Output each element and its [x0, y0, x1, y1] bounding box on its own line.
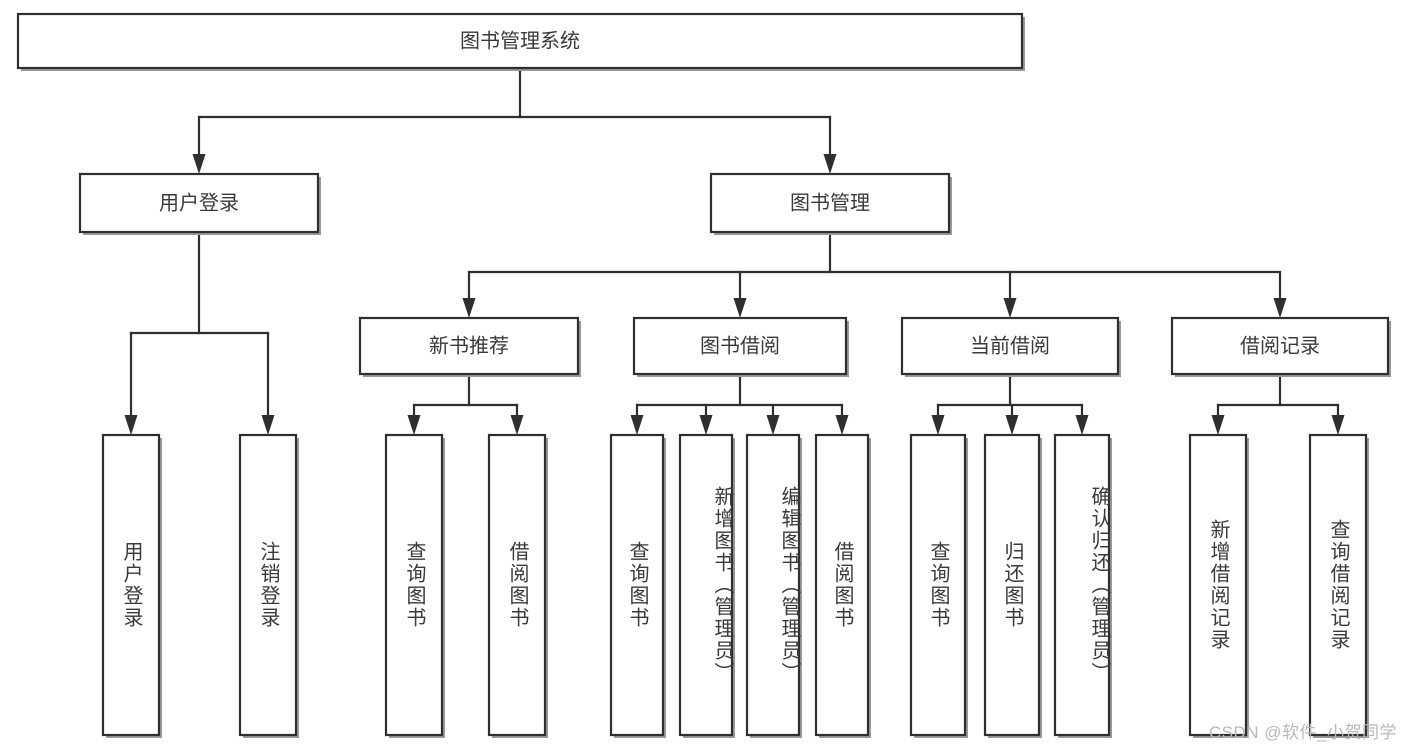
node-box-leaf-return-book[interactable] [983, 433, 1041, 737]
book-management-to-level3-arrow-1 [733, 298, 747, 318]
node-box-leaf-query-book-current[interactable] [909, 433, 967, 737]
node-box-leaf-query-borrow-record[interactable] [1308, 433, 1368, 737]
node-label-borrow-records: 借阅记录 [1240, 334, 1320, 357]
node-box-user-login[interactable] [78, 172, 320, 234]
book-management-to-level3-arrow-3 [1273, 298, 1287, 318]
current-borrow-to-leaves-arrow-1 [1005, 415, 1019, 435]
node-box-book-borrow[interactable] [632, 316, 848, 376]
node-box-leaf-query-book-borrow[interactable] [609, 433, 665, 737]
node-label-root: 图书管理系统 [460, 29, 580, 52]
book-management-to-level3-arrow-0 [462, 298, 476, 318]
node-label-book-borrow: 图书借阅 [700, 334, 780, 357]
node-box-leaf-query-book-recommend[interactable] [384, 433, 444, 737]
connector-layer [124, 66, 1345, 435]
node-label-current-borrow: 当前借阅 [970, 334, 1050, 357]
node-box-layer [16, 12, 1391, 738]
node-box-leaf-user-login[interactable] [101, 433, 161, 737]
node-box-new-book-recommend[interactable] [358, 316, 580, 376]
book-management-to-level3-arrow-2 [1003, 298, 1017, 318]
book-borrow-to-leaves-arrow-1 [699, 415, 713, 435]
node-box-leaf-add-borrow-record[interactable] [1188, 433, 1248, 737]
current-borrow-to-leaves-arrow-0 [931, 415, 945, 435]
node-box-leaf-logout-login[interactable] [238, 433, 298, 737]
node-box-leaf-add-book-admin[interactable] [678, 433, 734, 737]
new-book-recommend-to-leaves-arrow-0 [407, 415, 421, 435]
node-label-user-login: 用户登录 [159, 191, 239, 214]
node-box-leaf-edit-book-admin[interactable] [745, 433, 801, 737]
node-box-leaf-borrow-book[interactable] [814, 433, 870, 737]
root-to-level2-arrow-0 [192, 154, 206, 174]
borrow-records-to-leaves-arrow-0 [1211, 415, 1225, 435]
node-box-current-borrow[interactable] [900, 316, 1120, 376]
watermark-text: CSDN @软件_小贺同学 [1208, 723, 1397, 742]
root-to-level2-arrow-1 [823, 154, 837, 174]
current-borrow-to-leaves-arrow-2 [1075, 415, 1089, 435]
node-box-book-management[interactable] [709, 172, 951, 234]
node-box-borrow-records[interactable] [1170, 316, 1390, 376]
user-login-to-leaves-arrow-0 [124, 415, 138, 435]
node-box-leaf-borrow-book-recommend[interactable] [487, 433, 547, 737]
node-label-new-book-recommend: 新书推荐 [429, 334, 509, 357]
user-login-to-leaves-arrow-1 [261, 415, 275, 435]
borrow-records-to-leaves-arrow-1 [1331, 415, 1345, 435]
new-book-recommend-to-leaves-arrow-1 [510, 415, 524, 435]
book-borrow-to-leaves-arrow-3 [835, 415, 849, 435]
node-label-book-management: 图书管理 [790, 191, 870, 214]
book-borrow-to-leaves-arrow-2 [766, 415, 780, 435]
node-box-leaf-confirm-return-admin[interactable] [1053, 433, 1111, 737]
node-box-root[interactable] [16, 12, 1024, 70]
book-borrow-to-leaves-arrow-0 [630, 415, 644, 435]
